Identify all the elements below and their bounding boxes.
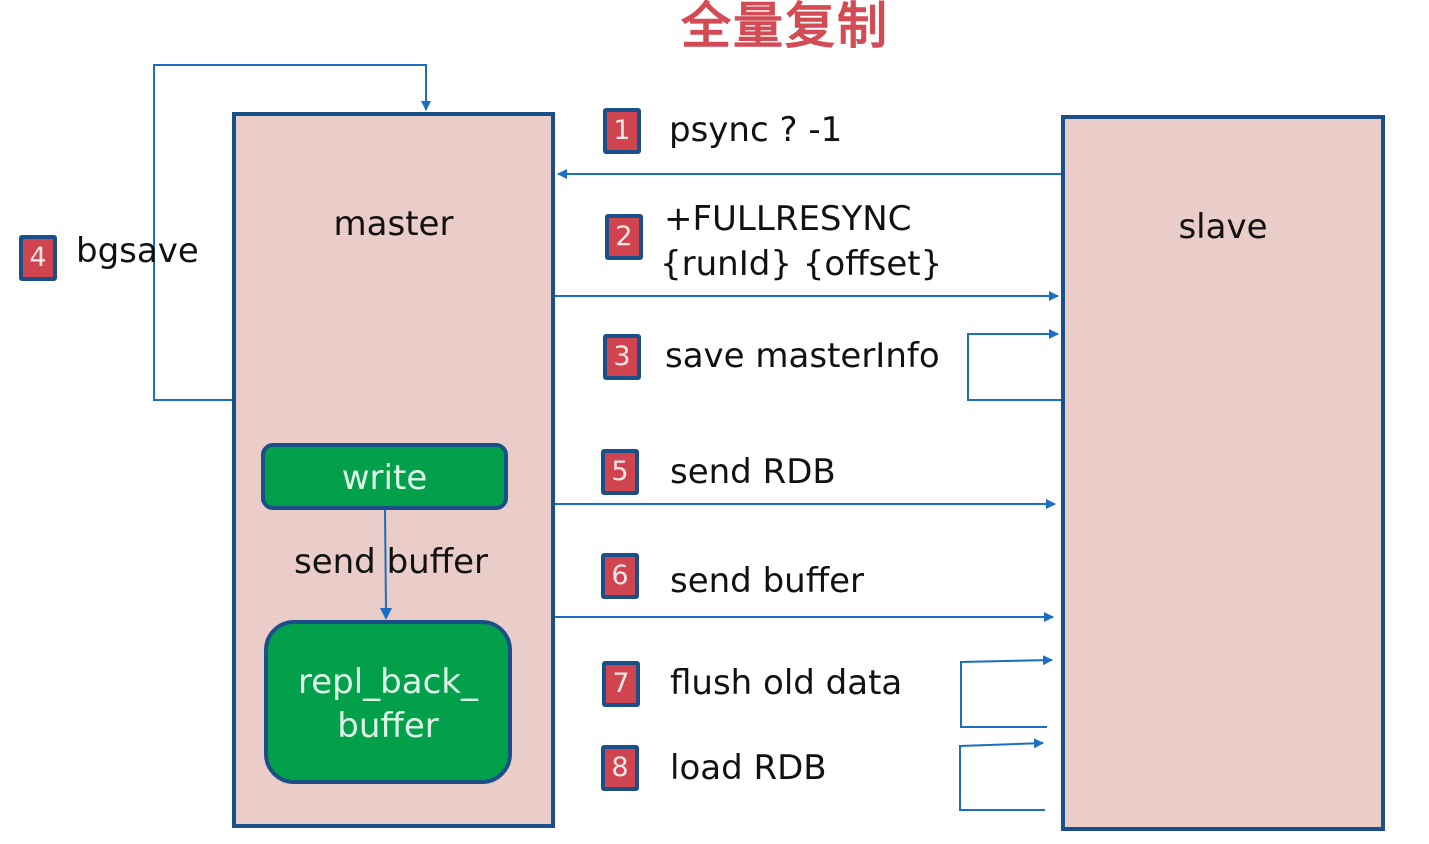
save-masterinfo-loop-arrow xyxy=(967,329,1061,401)
load-rdb-loop-arrow xyxy=(959,738,1045,811)
step-label-send-buffer: send buffer xyxy=(670,561,865,601)
write-to-buffer-arrow xyxy=(380,509,392,620)
step-label-psync: psync ? -1 xyxy=(669,110,843,150)
internal-send-buffer-label: send buffer xyxy=(294,542,489,582)
slave-node: slave xyxy=(1061,115,1385,831)
step-badge-3: 3 xyxy=(603,334,641,380)
step-label-fullresync: +FULLRESYNC xyxy=(664,199,912,239)
flush-old-data-loop-arrow xyxy=(960,655,1053,728)
slave-label: slave xyxy=(1178,207,1268,247)
write-node: write xyxy=(261,443,508,510)
step-badge-5: 5 xyxy=(601,449,639,495)
diagram-title: 全量复制 xyxy=(681,0,889,55)
step-label-load-rdb: load RDB xyxy=(670,748,827,788)
repl-back-buffer-line2: buffer xyxy=(337,706,439,746)
bgsave-loop-arrow xyxy=(153,64,431,401)
step-badge-1: 1 xyxy=(603,108,641,154)
step-badge-6: 6 xyxy=(601,553,639,599)
repl-back-buffer-line1: repl_back_ xyxy=(298,662,478,702)
step-badge-8: 8 xyxy=(601,745,639,791)
master-label: master xyxy=(333,204,454,244)
step-label-save-masterinfo: save masterInfo xyxy=(665,336,940,376)
step-badge-4: 4 xyxy=(19,235,57,281)
step-label-runid-offset: {runId} {offset} xyxy=(660,244,943,284)
step-label-bgsave: bgsave xyxy=(76,231,199,271)
repl-back-buffer-node: repl_back_ buffer xyxy=(264,620,512,784)
step-label-send-rdb: send RDB xyxy=(670,452,836,492)
step-badge-2: 2 xyxy=(605,214,643,260)
step-badge-7: 7 xyxy=(602,661,640,707)
step-label-flush-old-data: flush old data xyxy=(670,663,903,703)
